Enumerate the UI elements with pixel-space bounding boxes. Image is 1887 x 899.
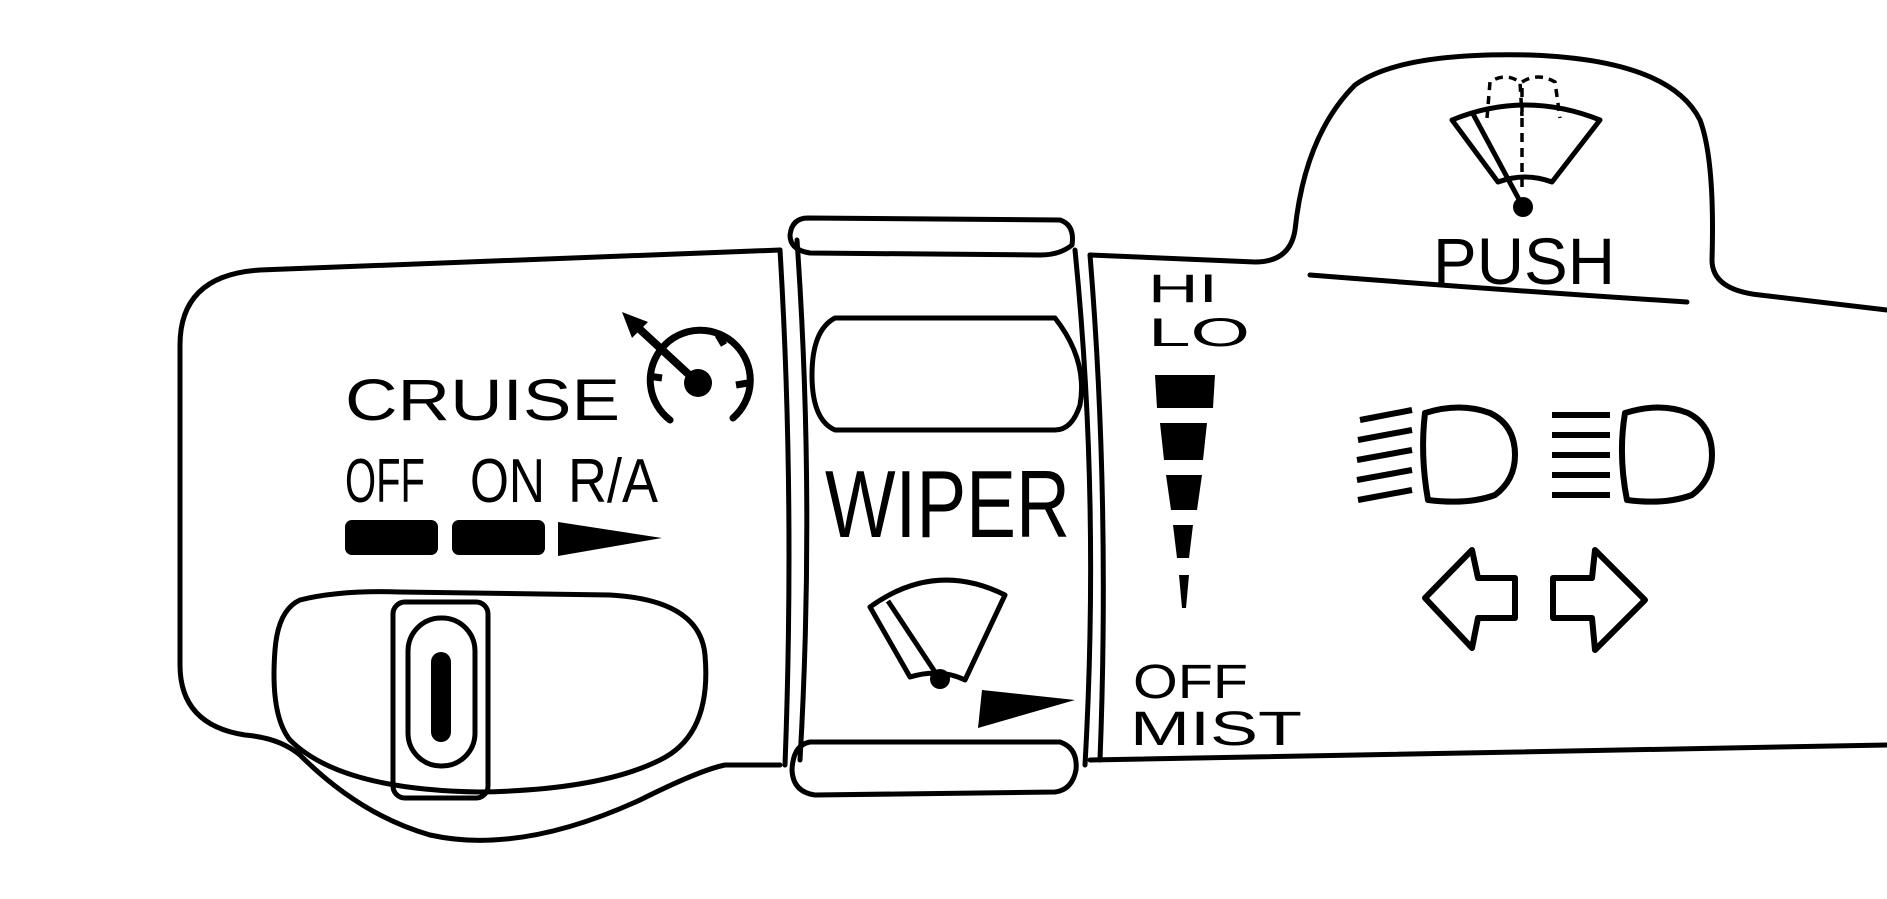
cruise-on-position-bar bbox=[452, 520, 545, 555]
low-beam-headlamp-icon bbox=[1356, 404, 1518, 505]
washer-push-button[interactable]: PUSH bbox=[1433, 75, 1615, 298]
wiper-hi-label: HI bbox=[1148, 267, 1218, 311]
cruise-resume-accel-arrow bbox=[558, 522, 662, 556]
wiper-mist-label: MIST bbox=[1130, 703, 1302, 756]
cruise-slide-switch[interactable] bbox=[390, 599, 491, 801]
wiper-direction-arrow bbox=[978, 690, 1075, 728]
washer-fluid-icon bbox=[1449, 75, 1603, 217]
lever-body bbox=[177, 52, 1887, 843]
wiper-lo-label: LO bbox=[1148, 311, 1250, 355]
wiper-speed-scale: HI LO OFF MIST bbox=[1130, 267, 1302, 756]
cruise-off-label: OFF bbox=[345, 447, 425, 516]
cruise-title: CRUISE bbox=[345, 368, 620, 433]
wiper-off-label: OFF bbox=[1133, 656, 1248, 709]
windshield-wiper-icon bbox=[867, 577, 1008, 689]
wiper-title: WIPER bbox=[825, 451, 1070, 558]
speedometer-icon bbox=[622, 312, 754, 424]
high-beam-headlamp-icon bbox=[1552, 404, 1715, 505]
wiper-control-band[interactable]: WIPER bbox=[777, 215, 1106, 798]
right-turn-arrow-icon bbox=[1550, 547, 1648, 653]
cruise-off-position-bar bbox=[345, 520, 438, 555]
left-turn-arrow-icon bbox=[1422, 547, 1518, 651]
cruise-resume-accel-label: R/A bbox=[568, 447, 659, 516]
cruise-control-section: CRUISE OFF ON R/A bbox=[271, 312, 754, 801]
cruise-on-label: ON bbox=[470, 447, 545, 516]
washer-push-label: PUSH bbox=[1433, 224, 1615, 298]
cruise-switch-recess bbox=[271, 589, 709, 795]
wiper-band-window bbox=[809, 315, 1085, 433]
